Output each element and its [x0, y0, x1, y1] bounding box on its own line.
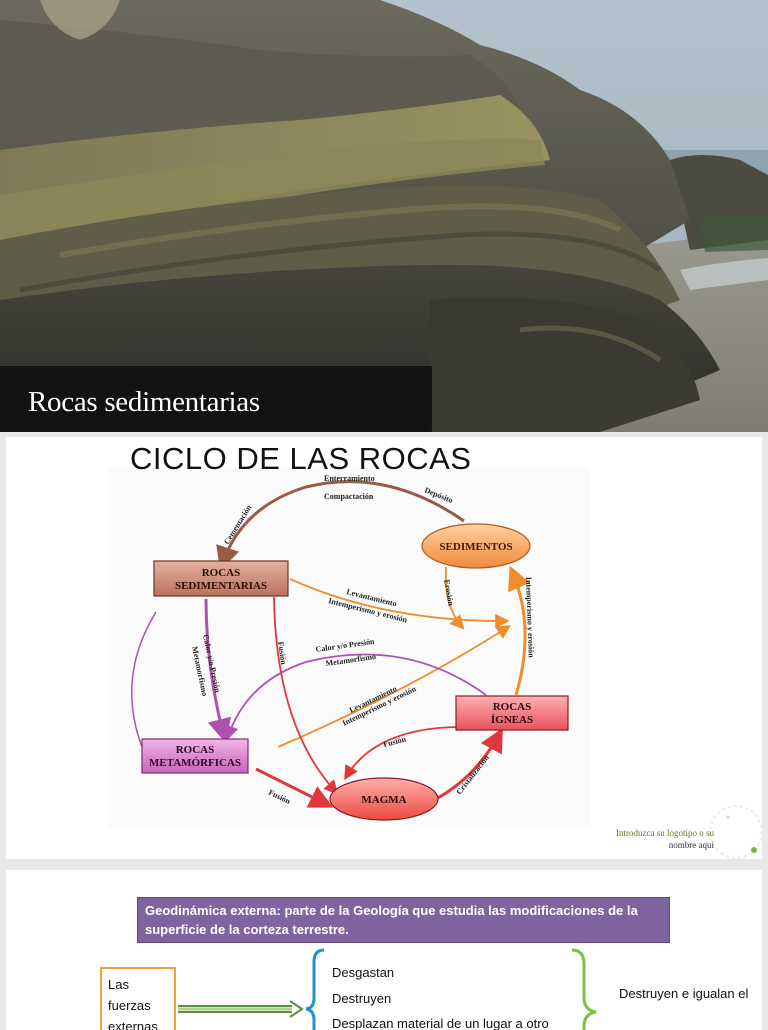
- result-text: Destruyen e igualan el: [619, 986, 749, 1001]
- node-magma: MAGMA: [329, 777, 439, 821]
- node-rocas-met-label-2: METAMÓRFICAS: [149, 757, 241, 769]
- logo-text-line-1: Introduzca su logotipo o su: [616, 828, 714, 838]
- node-magma-label: MAGMA: [361, 794, 406, 806]
- node-rocas-sed-label-2: SEDIMENTARIAS: [175, 580, 267, 592]
- slide-rocas-sedimentarias: Rocas sedimentarias: [0, 0, 768, 432]
- slide-ciclo-rocas: SEDIMENTOS ROCAS SEDIMENTARIAS ROCAS MET…: [6, 437, 762, 859]
- logo-text-line-2: nombre aquí: [668, 840, 714, 850]
- node-sedimentos-label: SEDIMENTOS: [439, 541, 512, 553]
- title-overlay: [0, 366, 432, 432]
- bracket-right-icon: [571, 948, 597, 1030]
- node-rocas-metamorficas: ROCAS METAMÓRFICAS: [141, 738, 249, 774]
- node-rocas-ign-label-2: ÍGNEAS: [491, 714, 533, 726]
- verb-item: Desgastan: [332, 965, 395, 980]
- cycle-title: CICLO DE LAS ROCAS: [130, 441, 472, 476]
- definition-box: Geodinámica externa: parte de la Geologí…: [137, 897, 670, 943]
- verb-item: Destruyen: [332, 991, 392, 1006]
- node-rocas-sed-label-1: ROCAS: [202, 567, 241, 579]
- logo-placeholder-icon: [709, 805, 762, 859]
- label-compactacion: Compactación: [324, 492, 374, 501]
- node-rocas-sedimentarias: ROCAS SEDIMENTARIAS: [153, 560, 289, 597]
- label-enterramiento: Enterramiento: [324, 474, 375, 483]
- rock-cycle-diagram: SEDIMENTOS ROCAS SEDIMENTARIAS ROCAS MET…: [108, 467, 762, 859]
- bracket-left-icon: [305, 948, 325, 1030]
- label-intemperismo-ign: Intemperismo y erosión: [524, 577, 536, 659]
- logo-text: Introduzca su logotipo o su nombre aquí: [596, 827, 714, 851]
- arrow-right-icon: [178, 1000, 304, 1018]
- node-rocas-igneas: ROCAS ÍGNEAS: [455, 695, 569, 731]
- slide-geodinamica: Geodinámica externa: parte de la Geologí…: [6, 870, 762, 1030]
- node-rocas-met-label-1: ROCAS: [176, 744, 215, 756]
- node-rocas-ign-label-1: ROCAS: [493, 701, 532, 713]
- slide-title: Rocas sedimentarias: [28, 386, 260, 418]
- verb-item: Desplazan material de un lugar a otro: [332, 1016, 549, 1030]
- forces-box: Las fuerzas externas destruyen: [100, 967, 176, 1030]
- label-fusion-sed: Fusión: [276, 641, 288, 666]
- node-sedimentos: SEDIMENTOS: [421, 523, 531, 569]
